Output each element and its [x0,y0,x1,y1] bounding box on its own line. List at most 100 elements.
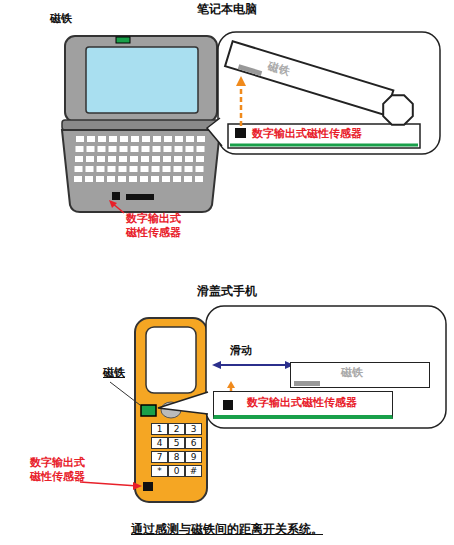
keyboard-key [142,146,150,152]
keypad-key: 5 [168,437,185,449]
keyboard-key [85,176,93,182]
keyboard-key [98,146,106,152]
keyboard-key [96,176,104,182]
keyboard-key [140,176,148,182]
keyboard-key [109,136,117,142]
keyboard-key [131,136,139,142]
node-text: 5 [169,438,184,448]
keyboard-key [197,136,205,142]
keyboard-key [152,166,160,172]
keypad-key: 0 [168,465,185,477]
keyboard-key [119,156,127,162]
keyboard-key [119,166,127,172]
keypad-key: 1 [151,423,168,435]
keyboard-key [108,156,116,162]
keyboard-key [174,166,182,172]
keyboard-key [108,166,116,172]
keyboard-key [75,156,83,162]
node-text: 0 [169,466,184,476]
keyboard-key [76,146,84,152]
keyboard-key [109,146,117,152]
keyboard-key [120,146,128,152]
node-text: 数字输出式磁性传感器 [252,127,362,141]
keyboard-key [184,176,192,182]
keyboard-key [97,156,105,162]
keypad-key: # [185,465,202,477]
section-title: 滑盖式手机 [0,284,454,299]
keyboard-key [175,146,183,152]
keyboard-key [120,136,128,142]
node-text: 9 [186,452,201,462]
node-text: 磁铁 [341,366,363,380]
keyboard-key [118,176,126,182]
slider-box: 磁铁 [290,362,430,388]
magnet-label: 磁铁 [50,12,72,26]
node-text: * [152,466,167,476]
keyboard-key [87,136,95,142]
keyboard-key [151,176,159,182]
keyboard-key [163,166,171,172]
keyboard-key [87,146,95,152]
node-text: 6 [186,438,201,448]
keypad-key: 6 [185,437,202,449]
keyboard-key [173,176,181,182]
keyboard-key [196,166,204,172]
sensor-chip [223,400,233,410]
keyboard-key [129,176,137,182]
magnet-label: 磁铁 [103,366,125,380]
keyboard-key [186,146,194,152]
node-text: 4 [152,438,167,448]
sensor-label: 数字输出式 磁性传感器 [30,456,91,484]
keypad-key: 3 [185,423,202,435]
keyboard-key [142,136,150,142]
keyboard-key [185,166,193,172]
node-text: 磁铁 [266,59,291,79]
keyboard-key [162,176,170,182]
node-text: # [186,466,201,476]
keypad-key: 8 [168,451,185,463]
keyboard-key [164,146,172,152]
keyboard-key [86,166,94,172]
node-text: 数字输出式磁性传感器 [247,396,357,410]
keyboard-key [186,136,194,142]
keyboard-key [153,146,161,152]
keyboard-key [141,156,149,162]
caption: 通过感测与磁铁间的距离开关系统。 [0,522,454,537]
keyboard-key [74,176,82,182]
keyboard-key [86,156,94,162]
node-text: 7 [152,452,167,462]
node-text: 3 [186,424,201,434]
keypad-key: 7 [151,451,168,463]
keyboard-key [152,156,160,162]
keypad-key: 4 [151,437,168,449]
keyboard-key [175,136,183,142]
keyboard-key [141,166,149,172]
keyboard-key [98,136,106,142]
keypad-key: 9 [185,451,202,463]
slide-label: 滑动 [230,344,252,358]
keyboard-key [164,136,172,142]
node-text: 2 [169,424,184,434]
sensor-board: 数字输出式磁性传感器 [213,391,393,419]
keyboard-key [196,156,204,162]
keyboard-key [130,156,138,162]
keyboard-key [75,166,83,172]
keyboard-key [185,156,193,162]
sensor-label: 数字输出式 磁性传感器 [126,212,187,240]
sensor-board: 数字输出式磁性传感器 [228,124,420,148]
keyboard-key [197,146,205,152]
keyboard-key [195,176,203,182]
keypad-key: * [151,465,168,477]
hinge [383,95,413,125]
keypad-key: 2 [168,423,185,435]
node-text: 1 [152,424,167,434]
keyboard-key [76,136,84,142]
magnet [294,381,320,386]
keyboard-key [174,156,182,162]
keyboard-key [130,166,138,172]
keyboard-key [107,176,115,182]
keyboard-key [153,136,161,142]
keyboard-key [97,166,105,172]
keyboard-key [131,146,139,152]
